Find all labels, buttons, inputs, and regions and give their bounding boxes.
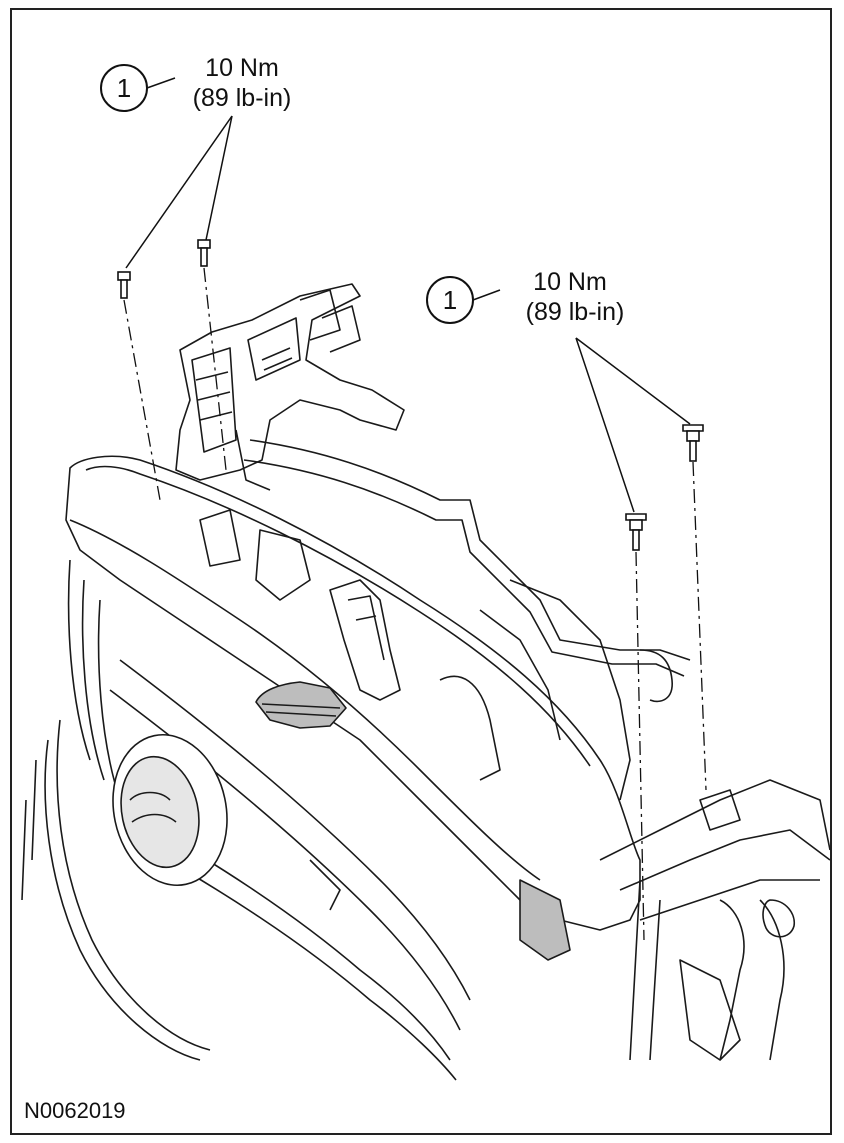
callout-1-right: 1 10 Nm (89 lb-in): [426, 268, 691, 513]
callout-leader: [146, 77, 176, 89]
centerlines: [123, 267, 707, 941]
torque-nm-label: 10 Nm: [205, 54, 279, 82]
callout-1-top: 1 10 Nm (89 lb-in): [100, 54, 292, 269]
callout-number: 1: [443, 285, 457, 315]
bolt-shank: [120, 279, 128, 299]
figure-frame: [10, 8, 832, 1135]
torque-lbin-label: (89 lb-in): [193, 84, 292, 112]
bolt-head: [117, 271, 131, 281]
callout-leader: [472, 289, 501, 301]
figure-id: N0062019: [24, 1098, 126, 1123]
leader-line: [575, 337, 691, 425]
callout-number: 1: [117, 73, 131, 103]
bolts: [117, 239, 704, 551]
torque-lbin-label: (89 lb-in): [526, 298, 625, 326]
leader-line: [575, 337, 635, 513]
leader-line: [125, 115, 233, 269]
grille-assembly: [21, 283, 831, 1081]
torque-nm-label: 10 Nm: [533, 268, 607, 296]
leader-line: [205, 115, 233, 241]
